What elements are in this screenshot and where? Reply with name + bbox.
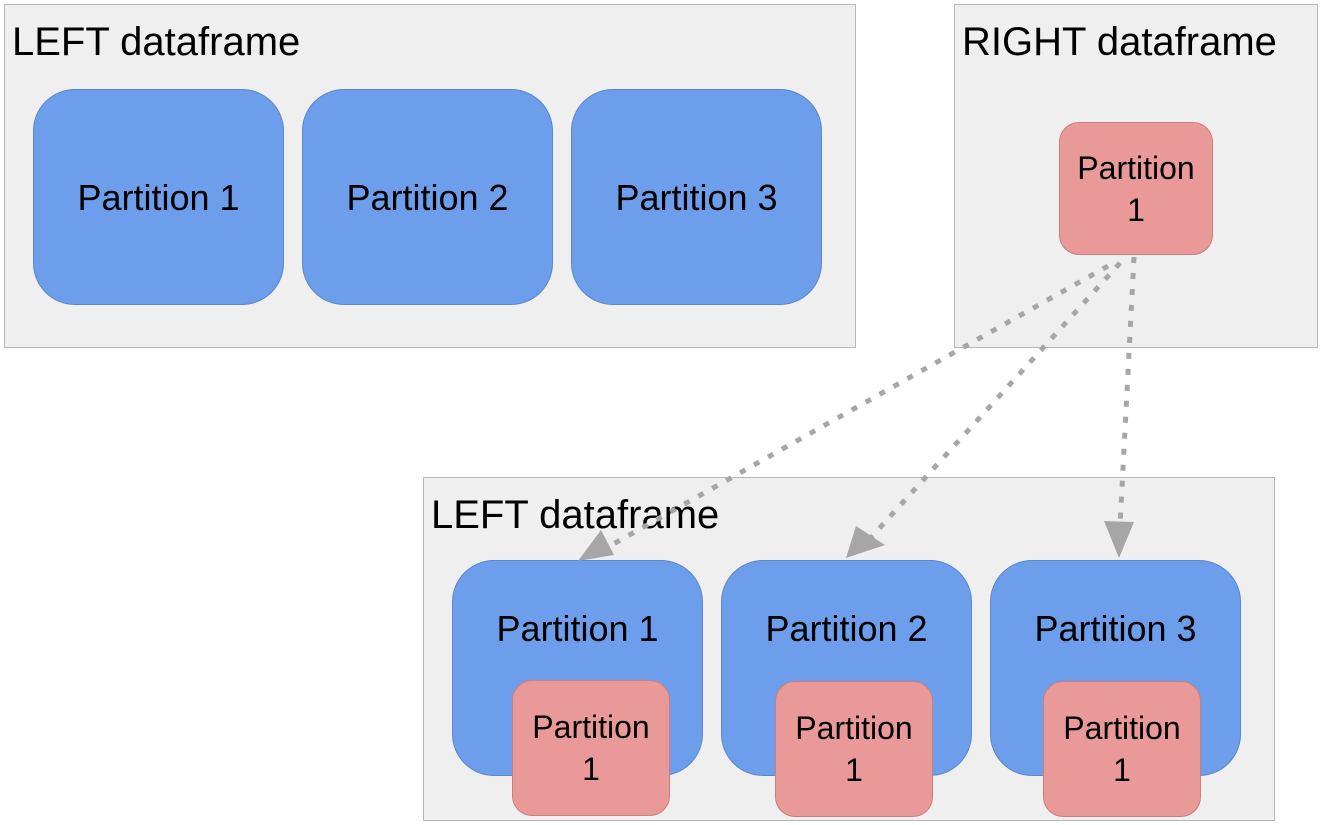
left-partition-1-label: Partition 1 bbox=[77, 177, 240, 218]
broadcast-copy-2-line2: 1 bbox=[845, 752, 863, 788]
joined-partition-3-label: Partition 3 bbox=[1034, 608, 1197, 649]
broadcast-copy-2-line1: Partition bbox=[795, 710, 913, 746]
top-left-dataframe-panel: LEFT dataframe Partition 1 Partition 2 P… bbox=[4, 4, 856, 348]
right-partition-1-line2: 1 bbox=[1127, 191, 1145, 228]
right-dataframe-panel: RIGHT dataframe Partition 1 bbox=[954, 4, 1318, 348]
left-partition-2: Partition 2 bbox=[302, 89, 553, 305]
left-partition-2-label: Partition 2 bbox=[346, 177, 509, 218]
bottom-left-dataframe-title: LEFT dataframe bbox=[431, 493, 720, 537]
joined-partition-1-label: Partition 1 bbox=[496, 608, 659, 649]
left-partition-3-label: Partition 3 bbox=[615, 177, 778, 218]
right-partition-1-line1: Partition bbox=[1077, 149, 1195, 186]
joined-partition-2-label: Partition 2 bbox=[765, 608, 928, 649]
broadcast-copy-1-line2: 1 bbox=[582, 751, 600, 787]
broadcast-copy-3-line1: Partition bbox=[1063, 710, 1181, 746]
broadcast-copy-1: Partition 1 bbox=[512, 680, 670, 816]
broadcast-copy-1-line1: Partition bbox=[532, 709, 650, 745]
right-dataframe-title: RIGHT dataframe bbox=[962, 20, 1277, 64]
left-partition-1: Partition 1 bbox=[33, 89, 284, 305]
broadcast-copy-3-line2: 1 bbox=[1113, 752, 1131, 788]
bottom-left-dataframe-panel: LEFT dataframe Partition 1 Partition 2 P… bbox=[423, 477, 1275, 821]
left-partition-3: Partition 3 bbox=[571, 89, 822, 305]
top-left-dataframe-title: LEFT dataframe bbox=[12, 20, 301, 64]
broadcast-copy-2: Partition 1 bbox=[775, 681, 933, 817]
broadcast-copy-3: Partition 1 bbox=[1043, 681, 1201, 817]
right-partition-1: Partition 1 bbox=[1059, 122, 1213, 255]
